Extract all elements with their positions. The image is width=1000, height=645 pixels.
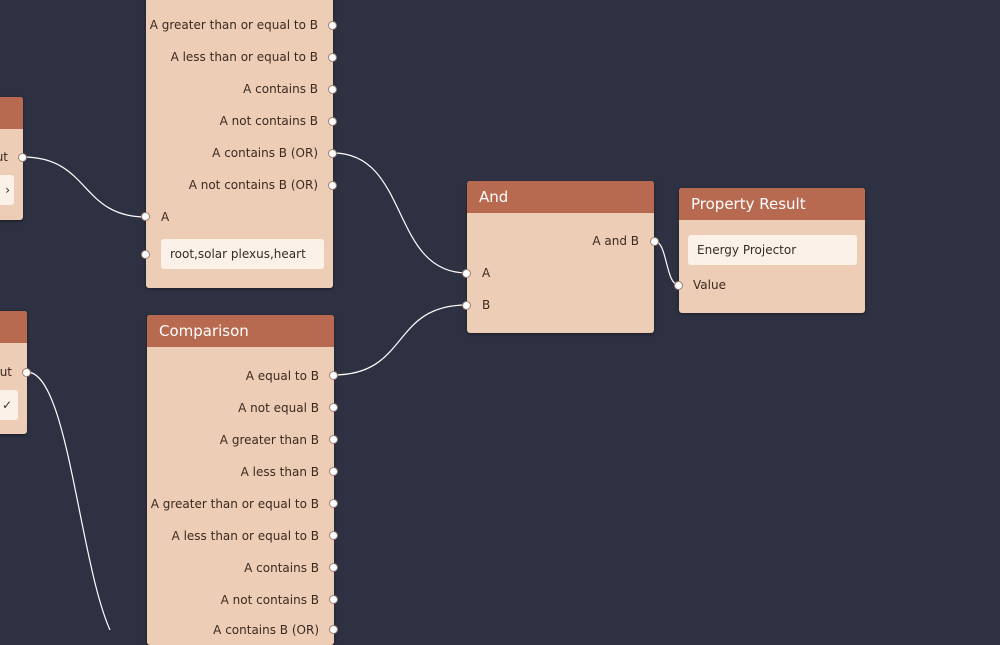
comparison-node-bottom[interactable]: Comparison A equal to B A not equal B A … (147, 315, 334, 645)
property-result-title[interactable]: Property Result (679, 188, 865, 220)
wire-left-bottom-down[interactable] (26, 371, 115, 630)
output-label: ut (0, 150, 8, 164)
input-label-b: B (482, 298, 491, 312)
partial-node-top[interactable]: ut › (0, 97, 23, 220)
and-output-port[interactable] (650, 237, 659, 246)
property-result-node[interactable]: Property Result Energy Projector Value (679, 188, 865, 313)
output-port-equal[interactable] (329, 371, 338, 380)
partial-node-bottom-field[interactable]: ✓ (0, 390, 18, 420)
output-label-equal: A equal to B (245, 369, 319, 383)
connection-wires (22, 152, 680, 630)
input-label-a: A (161, 210, 170, 224)
output-port-not-contains[interactable] (329, 595, 338, 604)
input-port-text[interactable] (141, 250, 150, 259)
output-label-greater: A greater than B (219, 433, 319, 447)
output-label-contains-or: A contains B (OR) (212, 146, 318, 160)
partial-node-top-output-port[interactable] (18, 153, 27, 162)
partial-node-bottom-output-port[interactable] (22, 368, 31, 377)
comparison-node-top[interactable]: A greater than or equal to B A less than… (146, 0, 333, 288)
output-port-lte[interactable] (329, 531, 338, 540)
input-label-value: Value (693, 278, 726, 292)
and-input-port-b[interactable] (462, 301, 471, 310)
partial-node-top-header[interactable] (0, 97, 23, 129)
output-label: ut (0, 365, 12, 379)
output-port-contains[interactable] (329, 563, 338, 572)
wire-equal-to-and-b[interactable] (332, 304, 468, 376)
output-port-lte[interactable] (328, 53, 337, 62)
chevron-right-icon: › (5, 183, 10, 197)
output-label-a-and-b: A and B (592, 234, 639, 248)
output-label-not-contains-or: A not contains B (OR) (188, 178, 318, 192)
output-label-not-equal: A not equal B (238, 401, 319, 415)
output-port-gte[interactable] (328, 21, 337, 30)
input-port-a[interactable] (141, 212, 150, 221)
output-label-contains: A contains B (244, 561, 319, 575)
comparison-text-field[interactable]: root,solar plexus,heart (161, 239, 324, 269)
property-result-text-field[interactable]: Energy Projector (688, 235, 857, 265)
output-port-greater[interactable] (329, 435, 338, 444)
output-label-gte: A greater than or equal to B (150, 497, 319, 511)
output-port-gte[interactable] (329, 499, 338, 508)
output-port-contains[interactable] (328, 85, 337, 94)
comparison-node-title[interactable]: Comparison (147, 315, 334, 347)
output-port-not-contains-or[interactable] (328, 181, 337, 190)
partial-node-top-field[interactable]: › (0, 175, 14, 205)
input-label-a: A (482, 266, 491, 280)
wire-left-to-comparison-a[interactable] (22, 156, 147, 218)
output-label-lte: A less than or equal to B (170, 50, 318, 64)
and-node[interactable]: And A and B A B (467, 181, 654, 333)
and-node-title[interactable]: And (467, 181, 654, 213)
and-input-port-a[interactable] (462, 269, 471, 278)
output-label-lte: A less than or equal to B (171, 529, 319, 543)
output-label-gte: A greater than or equal to B (149, 18, 318, 32)
check-icon: ✓ (1, 398, 12, 412)
wire-contains-or-to-and-a[interactable] (332, 152, 468, 274)
output-label-contains-or: A contains B (OR) (213, 623, 319, 637)
output-port-less[interactable] (329, 467, 338, 476)
partial-node-bottom-header[interactable] (0, 311, 27, 343)
output-label-not-contains: A not contains B (219, 114, 318, 128)
output-port-not-equal[interactable] (329, 403, 338, 412)
output-label-less: A less than B (240, 465, 319, 479)
output-port-contains-or[interactable] (328, 149, 337, 158)
output-port-not-contains[interactable] (328, 117, 337, 126)
wire-and-to-property-value[interactable] (653, 240, 680, 286)
output-label-contains: A contains B (243, 82, 318, 96)
output-label-not-contains: A not contains B (220, 593, 319, 607)
property-result-input-port[interactable] (674, 281, 683, 290)
